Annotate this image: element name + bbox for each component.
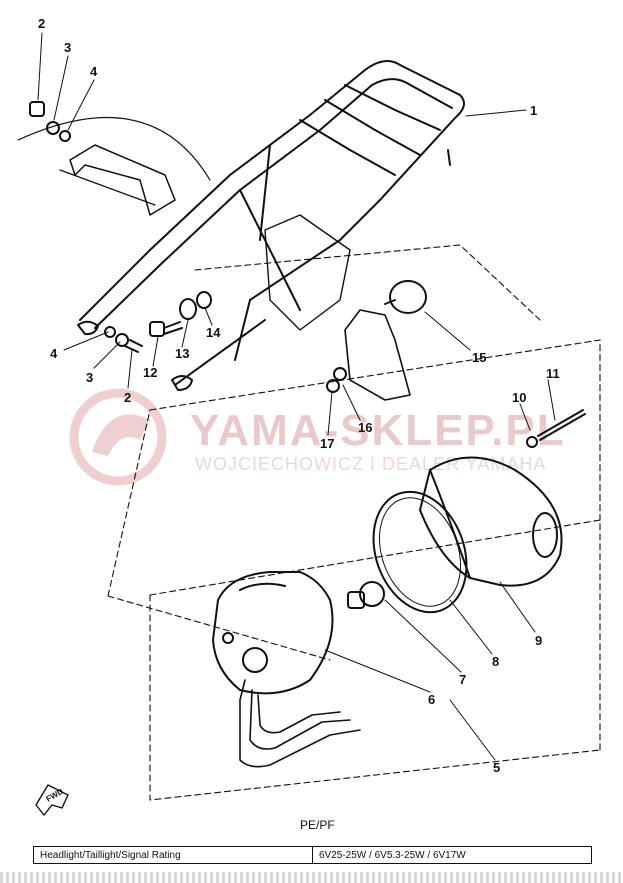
rating-value: 6V25-25W / 6V5.3-25W / 6V17W — [319, 849, 466, 861]
callout-number: 4 — [50, 346, 58, 361]
rating-table: Headlight/Taillight/Signal Rating 6V25-2… — [33, 846, 592, 864]
fwd-label: FWD — [45, 787, 65, 804]
watermark-brand: YAMA-SKLEP.PL — [190, 406, 566, 455]
callout-number: 15 — [472, 350, 486, 365]
callout-number: 3 — [64, 40, 71, 55]
callout-number: 13 — [175, 346, 189, 361]
washer — [526, 436, 538, 448]
callout-lines — [37, 32, 556, 761]
callout-number: 9 — [535, 633, 542, 648]
carrier-frame — [77, 60, 465, 391]
callout-number: 8 — [492, 654, 499, 669]
bulb — [347, 581, 385, 609]
callout-number: 2 — [124, 390, 131, 405]
callout-number: 5 — [493, 760, 500, 775]
assembly-outline — [107, 244, 601, 801]
light-base — [212, 571, 334, 695]
gasket-ring — [372, 490, 468, 614]
callout-number: 3 — [86, 370, 93, 385]
wiring — [239, 679, 361, 768]
rating-label: Headlight/Taillight/Signal Rating — [34, 847, 313, 863]
callout-number: 11 — [546, 366, 560, 381]
callout-number: 4 — [90, 64, 98, 79]
fender-bracket — [69, 144, 176, 216]
callout-number: 10 — [512, 390, 526, 405]
watermark-sub: WOJCIECHOWICZ I DEALER YAMAHA — [195, 454, 546, 474]
callout-number: 12 — [143, 365, 157, 380]
bolt — [537, 409, 586, 441]
callout-number: 6 — [428, 692, 435, 707]
bottom-strip — [0, 872, 623, 883]
callout-number: 2 — [38, 16, 45, 31]
callout-number: 17 — [320, 436, 334, 451]
fwd-arrow — [35, 784, 69, 816]
callout-number: 16 — [358, 420, 372, 435]
callout-number: 7 — [459, 672, 466, 687]
hardware — [29, 101, 427, 393]
callout-number: 14 — [206, 325, 221, 340]
fender-outline — [17, 116, 211, 181]
model-label: PE/PF — [300, 818, 335, 832]
callout-numbers: 1 2 3 4 4 3 2 12 13 14 15 16 17 10 11 9 … — [38, 16, 560, 775]
lens-housing — [419, 456, 563, 587]
plate-bracket — [344, 309, 411, 401]
callout-number: 1 — [530, 103, 537, 118]
